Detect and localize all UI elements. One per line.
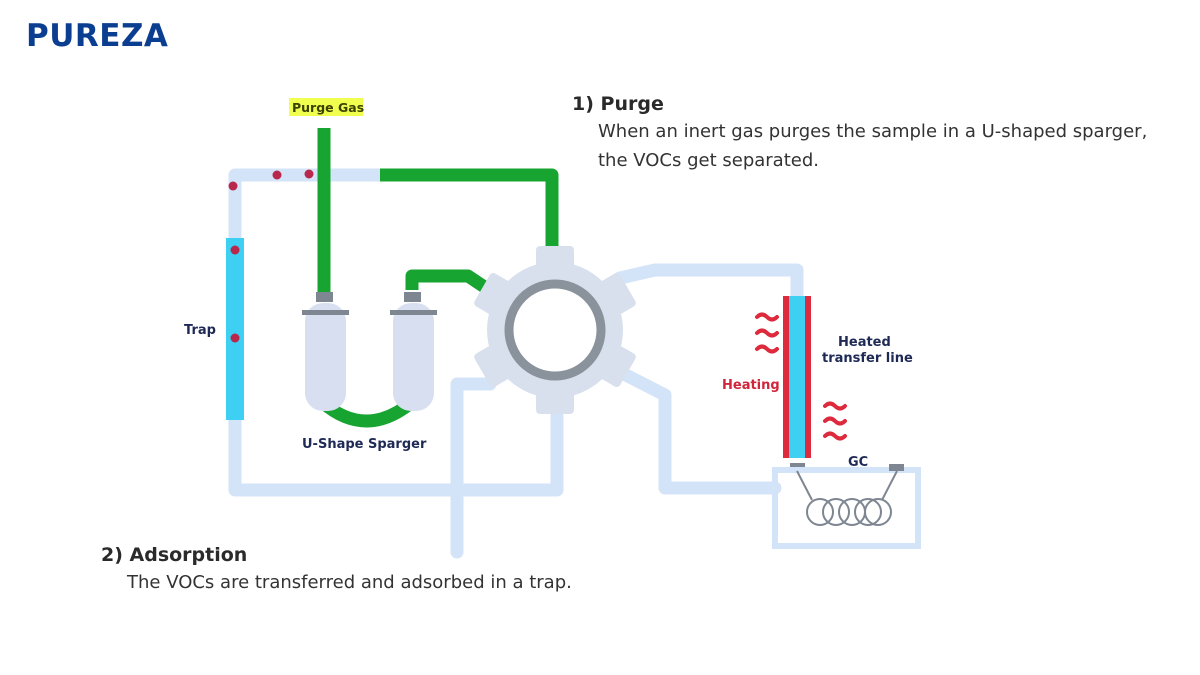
heat-wave-icon — [823, 431, 847, 441]
voc-dot — [304, 169, 314, 179]
voc-dot — [230, 333, 240, 343]
sparger-right-fitting — [404, 292, 421, 302]
valve-to-transfer-line-pipe — [613, 263, 804, 305]
voc-dot — [228, 181, 238, 191]
heating-label: Heating — [722, 378, 780, 393]
gc-inlet-fitting — [889, 464, 904, 471]
heated-transfer-line-label-1: Heated — [838, 335, 891, 350]
valve-to-gc-pipe — [613, 365, 782, 495]
sparger-label: U-Shape Sparger — [302, 437, 427, 452]
sparger-left-tube — [305, 303, 346, 411]
gc-column-coil — [806, 498, 892, 526]
heater-right-strip — [805, 296, 811, 458]
purge-gas-piping — [317, 128, 559, 298]
purge-gas-label: Purge Gas — [292, 100, 364, 115]
valve-rotor-ring — [504, 279, 606, 381]
purge-step-title: 1) Purge — [572, 93, 664, 115]
adsorption-step-description: The VOCs are transferred and adsorbed in… — [127, 572, 572, 593]
six-port-valve — [474, 246, 636, 414]
top-return-pipe — [228, 168, 564, 497]
heat-wave-icon — [755, 344, 779, 354]
valve-feed-pipe — [380, 168, 559, 248]
trap-label: Trap — [184, 323, 216, 338]
gc-unit — [772, 464, 921, 549]
heat-wave-icons — [755, 312, 847, 441]
heat-wave-icon — [755, 312, 779, 322]
gc-column-leads — [796, 470, 898, 501]
sparger-outlet-pipe — [405, 269, 496, 298]
purge-step-line-2: the VOCs get separated. — [598, 150, 819, 171]
voc-dot — [230, 245, 240, 255]
purge-step-description: When an inert gas purges the sample in a… — [598, 117, 1147, 175]
valve-drain-pipe — [450, 377, 497, 559]
transfer-line-tube — [789, 296, 805, 458]
adsorption-step-title: 2) Adsorption — [101, 544, 248, 566]
sparger-left-cap — [302, 310, 349, 315]
sparger-right-cap — [390, 310, 437, 315]
sparger-left-fitting — [316, 292, 333, 302]
purge-gas-highlight — [289, 98, 363, 116]
voc-particles — [228, 169, 314, 343]
voc-dot — [272, 170, 282, 180]
sparger-right-tube — [393, 303, 434, 411]
trap-column — [226, 238, 244, 420]
purge-step-line-1: When an inert gas purges the sample in a… — [598, 121, 1148, 142]
gc-oven-box — [772, 467, 921, 549]
heat-wave-icon — [823, 401, 847, 411]
heated-transfer-line-label-2: transfer line — [822, 351, 913, 366]
gc-label: GC — [848, 455, 868, 470]
transfer-piping — [228, 168, 804, 559]
heat-wave-icon — [755, 328, 779, 338]
pureza-logo: PUREZA — [26, 18, 169, 54]
heater-left-strip — [783, 296, 789, 458]
heated-transfer-line — [783, 296, 811, 471]
u-shape-sparger — [302, 292, 437, 428]
heat-wave-icon — [823, 416, 847, 426]
